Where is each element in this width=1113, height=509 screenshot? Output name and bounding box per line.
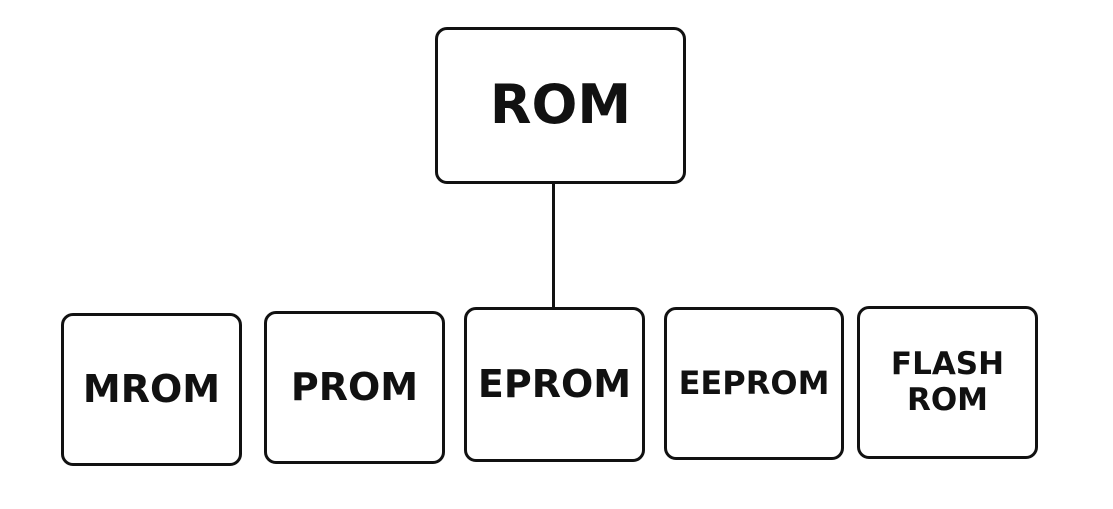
node-mrom-label: MROM <box>82 366 221 411</box>
node-eprom-label: EPROM <box>477 361 632 406</box>
node-eeprom: EEPROM <box>664 307 844 460</box>
node-flash-rom-label-line2: ROM <box>906 381 989 418</box>
node-eprom: EPROM <box>464 307 645 462</box>
node-flash-rom-label: FLASH ROM <box>890 345 1005 418</box>
node-flash-rom: FLASH ROM <box>857 306 1038 459</box>
connector-rom-to-eprom <box>552 184 555 307</box>
node-prom-label: PROM <box>290 364 419 409</box>
node-eeprom-label: EEPROM <box>678 364 830 403</box>
node-mrom: MROM <box>61 313 242 466</box>
node-prom: PROM <box>264 311 445 464</box>
node-rom: ROM <box>435 27 686 184</box>
node-rom-label: ROM <box>489 73 632 137</box>
node-flash-rom-label-line1: FLASH <box>890 345 1005 382</box>
